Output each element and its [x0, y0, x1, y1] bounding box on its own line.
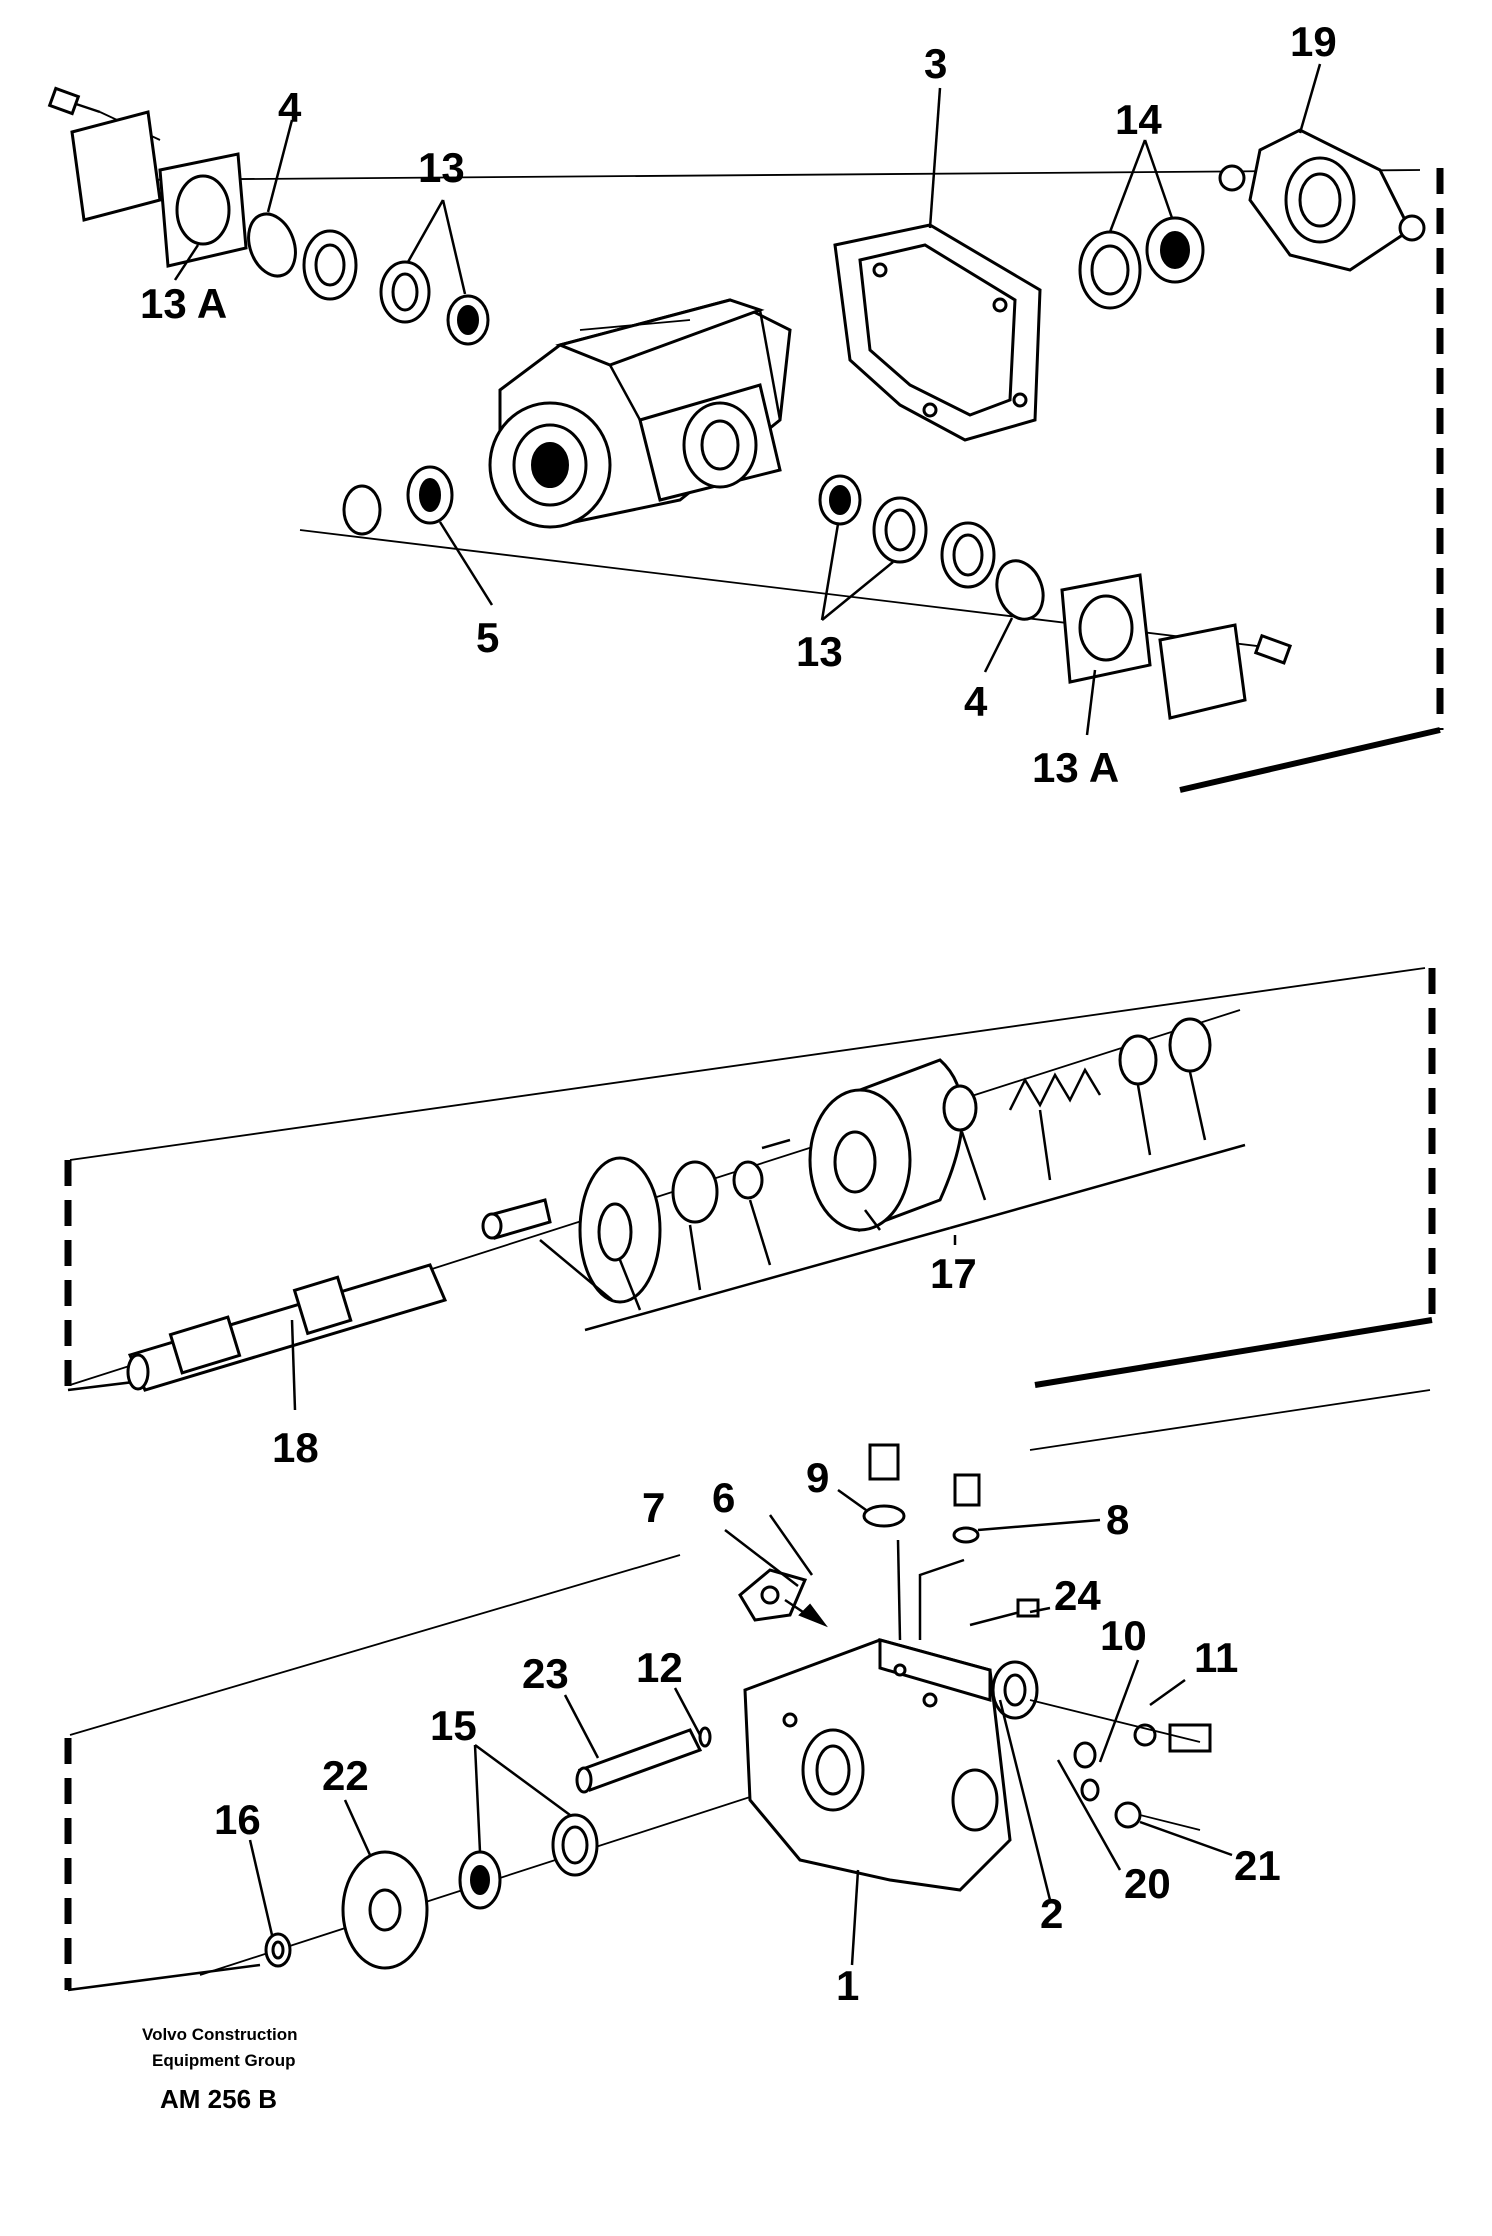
cylinder-block — [808, 1058, 964, 1233]
label-24: 24 — [1054, 1572, 1101, 1619]
label-12: 12 — [636, 1644, 683, 1691]
label-6: 6 — [712, 1474, 735, 1521]
bottom-leader-lines — [248, 1488, 1233, 1966]
label-13-top: 13 — [418, 144, 465, 191]
label-7: 7 — [642, 1484, 665, 1531]
shaft-18 — [126, 1263, 448, 1392]
top-leader-lines — [173, 63, 1322, 736]
spring-group — [942, 1017, 1212, 1132]
screw-24 — [969, 1598, 1040, 1627]
middle-section-border — [64, 967, 1436, 1392]
o-ring-top — [247, 212, 297, 278]
cap-screw — [481, 1198, 552, 1240]
label-10: 10 — [1100, 1612, 1147, 1659]
label-18: 18 — [272, 1424, 319, 1471]
bracket-17 — [539, 1071, 1246, 1332]
label-1: 1 — [836, 1962, 859, 2009]
callout-labels: 4 13 13 A 3 19 14 5 13 4 13 A 17 18 9 6 … — [140, 18, 1337, 2009]
bearing-set-top-left — [302, 229, 490, 346]
label-4-bottom: 4 — [964, 678, 988, 725]
label-9: 9 — [806, 1454, 829, 1501]
credit-line-2: Equipment Group — [152, 2051, 296, 2070]
valve-parts-right — [991, 1660, 1212, 1831]
top-section-border — [1179, 168, 1444, 793]
label-14: 14 — [1115, 96, 1162, 143]
label-23: 23 — [522, 1650, 569, 1697]
label-22: 22 — [322, 1752, 369, 1799]
bottom-section-border — [64, 1389, 1431, 1992]
label-13A-top: 13 A — [140, 280, 227, 327]
plugs-9-8 — [862, 1443, 981, 1641]
label-17: 17 — [930, 1250, 977, 1297]
seal-ring-5 — [342, 465, 454, 536]
label-3: 3 — [924, 40, 947, 87]
port-plate — [578, 1156, 662, 1304]
middle-leader-lines — [290, 1319, 297, 1411]
disc-22 — [341, 1850, 429, 1970]
label-16: 16 — [214, 1796, 261, 1843]
flange-19 — [1218, 128, 1426, 272]
cover-plate-bottom — [1060, 573, 1293, 720]
seal-16 — [264, 1932, 292, 1968]
pin-23 — [575, 1726, 712, 1794]
label-11: 11 — [1194, 1634, 1238, 1681]
credit-line-1: Volvo Construction — [142, 2025, 298, 2044]
label-19: 19 — [1290, 18, 1337, 65]
rotating-group-parts — [671, 1138, 791, 1224]
bearing-15 — [458, 1813, 599, 1910]
bearing-set-bottom-right — [818, 474, 1045, 621]
valve-housing-1 — [743, 1638, 1012, 1892]
cover-plate-top — [70, 110, 248, 268]
label-4-top: 4 — [278, 84, 302, 131]
label-20: 20 — [1124, 1860, 1171, 1907]
label-2: 2 — [1040, 1890, 1063, 1937]
pump-housing — [488, 298, 792, 529]
label-5: 5 — [476, 614, 499, 661]
reference-code: AM 256 B — [160, 2084, 277, 2114]
cover-7 — [738, 1568, 828, 1628]
gasket-3 — [833, 223, 1042, 442]
credit-block: Volvo Construction Equipment Group AM 25… — [142, 2025, 298, 2114]
label-13A-bottom: 13 A — [1032, 744, 1119, 791]
label-21: 21 — [1234, 1842, 1281, 1889]
label-13-bottom: 13 — [796, 628, 843, 675]
label-8: 8 — [1106, 1496, 1129, 1543]
label-15: 15 — [430, 1702, 477, 1749]
bearing-set-14 — [1078, 216, 1205, 310]
